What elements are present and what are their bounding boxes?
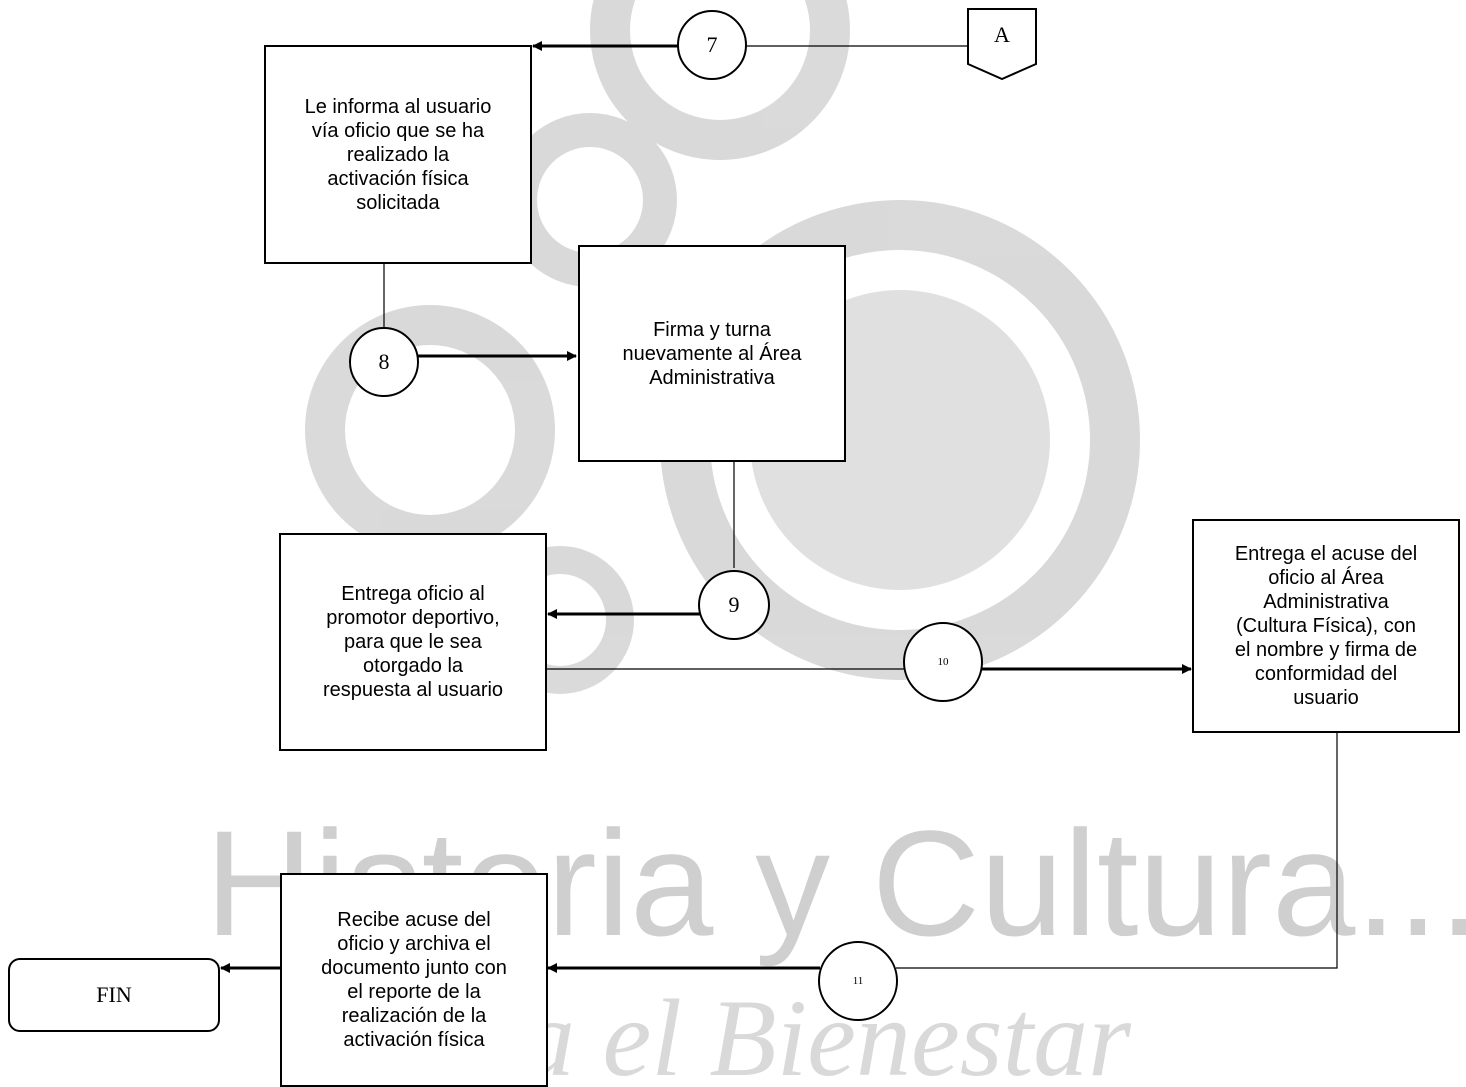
box-line: el nombre y firma de	[1234, 639, 1418, 661]
box-line: activación física	[327, 167, 469, 190]
box-line: Le informa al usuario	[304, 95, 492, 118]
box-line: solicitada	[356, 191, 440, 214]
box-line: conformidad del	[1254, 663, 1398, 685]
box-line: respuesta al usuario	[322, 679, 504, 701]
step-circle-8: 8	[349, 327, 419, 397]
line-acuse-to-11	[896, 732, 1338, 969]
box-line: promotor deportivo,	[326, 607, 500, 629]
box-line: (Cultura Física), con	[1235, 615, 1417, 637]
box-line: Entrega oficio al	[341, 583, 485, 605]
box-line: para que le sea	[344, 631, 482, 653]
box-line: realizado la	[346, 143, 450, 166]
box-line: nuevamente al Área	[622, 342, 802, 365]
box-recibe-acuse: Recibe acuse del oficio y archiva el doc…	[280, 873, 548, 1087]
box-entrega-acuse: Entrega el acuse del oficio al Área Admi…	[1192, 519, 1460, 733]
box-line: Administrativa	[1263, 591, 1389, 613]
box-line: Recibe acuse del	[337, 909, 491, 931]
step-circle-11: 11	[818, 941, 898, 1021]
box-informa-usuario: Le informa al usuario vía oficio que se …	[264, 45, 532, 264]
box-entrega-oficio: Entrega oficio al promotor deportivo, pa…	[279, 533, 547, 751]
step-circle-7: 7	[677, 10, 747, 80]
box-line: usuario	[1293, 687, 1359, 709]
box-line: documento junto con	[321, 957, 507, 979]
box-line: vía oficio que se ha	[311, 119, 485, 142]
offpage-connector-label: A	[994, 22, 1010, 47]
box-line: realización de la	[341, 1005, 487, 1027]
box-line: Administrativa	[649, 366, 775, 389]
box-line: Entrega el acuse del	[1234, 543, 1418, 565]
box-line: activación física	[343, 1029, 485, 1051]
box-firma-turna: Firma y turna nuevamente al Área Adminis…	[578, 245, 846, 462]
box-line: Firma y turna	[653, 318, 771, 341]
box-line: oficio y archiva el	[337, 933, 491, 955]
box-line: otorgado la	[362, 655, 464, 677]
step-circle-9: 9	[698, 570, 770, 640]
end-terminator: FIN	[8, 958, 220, 1032]
box-line: oficio al Área	[1268, 567, 1384, 589]
step-circle-10: 10	[903, 622, 983, 702]
box-line: el reporte de la	[347, 981, 481, 1003]
offpage-connector-a	[967, 8, 1037, 80]
